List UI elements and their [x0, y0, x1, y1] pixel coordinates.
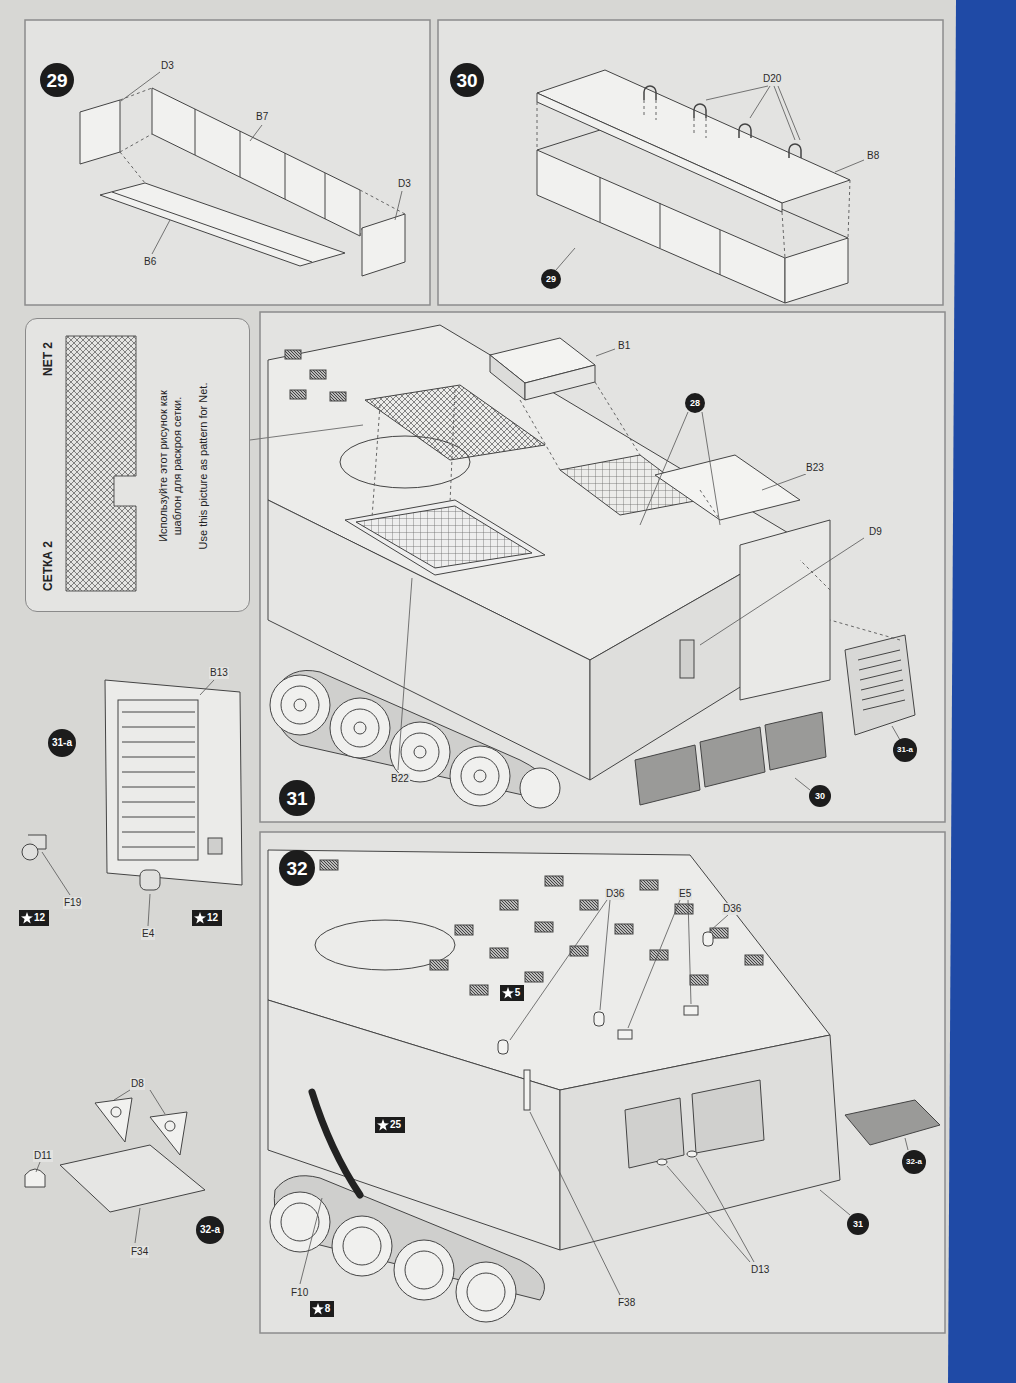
net-name: СЕТКА 2 — [41, 541, 56, 591]
step-circle: 30 — [450, 63, 484, 97]
star-icon — [377, 1119, 389, 1131]
star-shape — [194, 912, 206, 924]
star-shape — [312, 1303, 324, 1315]
part-label: B23 — [805, 462, 825, 474]
star-icon — [312, 1303, 324, 1315]
star-shape — [377, 1119, 389, 1131]
part-label: E5 — [678, 888, 692, 900]
part-label: B22 — [390, 773, 410, 785]
step-number: 32 — [286, 859, 307, 878]
net-pattern — [26, 319, 251, 613]
part-label: D8 — [130, 1078, 145, 1090]
step-number: 31 — [853, 1220, 863, 1229]
paint-number: 12 — [207, 913, 218, 923]
part-label: D20 — [762, 73, 782, 85]
net-name: NET 2 — [41, 342, 56, 376]
step-circle: 31-a — [893, 738, 917, 762]
star-shape — [21, 912, 33, 924]
step-number: 31-a — [897, 746, 913, 754]
part-label: B8 — [866, 150, 880, 162]
step-number: 28 — [690, 399, 700, 408]
net-note: Use this picture as pattern for Net. — [197, 383, 211, 550]
paint-number: 25 — [390, 1120, 401, 1130]
part-label: B1 — [617, 340, 631, 352]
step-number: 29 — [46, 71, 67, 90]
part-label: B7 — [255, 111, 269, 123]
step-circle: 29 — [541, 269, 561, 289]
star-icon — [502, 987, 514, 999]
step-circle: 31-a — [48, 729, 76, 757]
step-circle: 32-a — [902, 1150, 926, 1174]
star-icon — [194, 912, 206, 924]
part-label: D13 — [750, 1264, 770, 1276]
part-label: F38 — [617, 1297, 636, 1309]
step-number: 32-a — [200, 1225, 220, 1235]
part-label: D3 — [160, 60, 175, 72]
paint-number: 8 — [325, 1304, 331, 1314]
step-circle: 31 — [279, 780, 315, 816]
net-note: Используйте этот рисунок как шаблон для … — [157, 381, 185, 551]
part-label: D36 — [605, 888, 625, 900]
part-label: D11 — [33, 1150, 53, 1162]
star-icon — [21, 912, 33, 924]
step-circle: 31 — [847, 1213, 869, 1235]
step-number: 32-a — [906, 1158, 922, 1166]
part-label: B13 — [209, 667, 229, 679]
paint-star: 8 — [310, 1301, 335, 1317]
net-shape — [66, 336, 136, 591]
paint-star: 5 — [500, 985, 525, 1001]
step-circle: 30 — [809, 785, 831, 807]
net-template: NET 2 Используйте этот рисунок как шаблон… — [25, 318, 250, 612]
paint-star: 25 — [375, 1117, 405, 1133]
part-label: D9 — [868, 526, 883, 538]
star-shape — [502, 987, 514, 999]
part-label: D36 — [722, 903, 742, 915]
step-number: 31-a — [52, 738, 72, 748]
part-label: F10 — [290, 1287, 309, 1299]
part-label: B6 — [143, 256, 157, 268]
step-number: 30 — [456, 71, 477, 90]
step-circle: 28 — [685, 393, 705, 413]
paint-number: 12 — [34, 913, 45, 923]
step-number: 30 — [815, 792, 825, 801]
paint-star: 12 — [19, 910, 49, 926]
paint-star: 12 — [192, 910, 222, 926]
step-circle: 32 — [279, 850, 315, 886]
paint-number: 5 — [515, 988, 521, 998]
part-label: F19 — [63, 897, 82, 909]
step-number: 29 — [546, 275, 556, 284]
step-circle: 32-a — [196, 1216, 224, 1244]
step-number: 31 — [286, 789, 307, 808]
part-label: E4 — [141, 928, 155, 940]
part-label: F34 — [130, 1246, 149, 1258]
step-circle: 29 — [40, 63, 74, 97]
part-label: D3 — [397, 178, 412, 190]
